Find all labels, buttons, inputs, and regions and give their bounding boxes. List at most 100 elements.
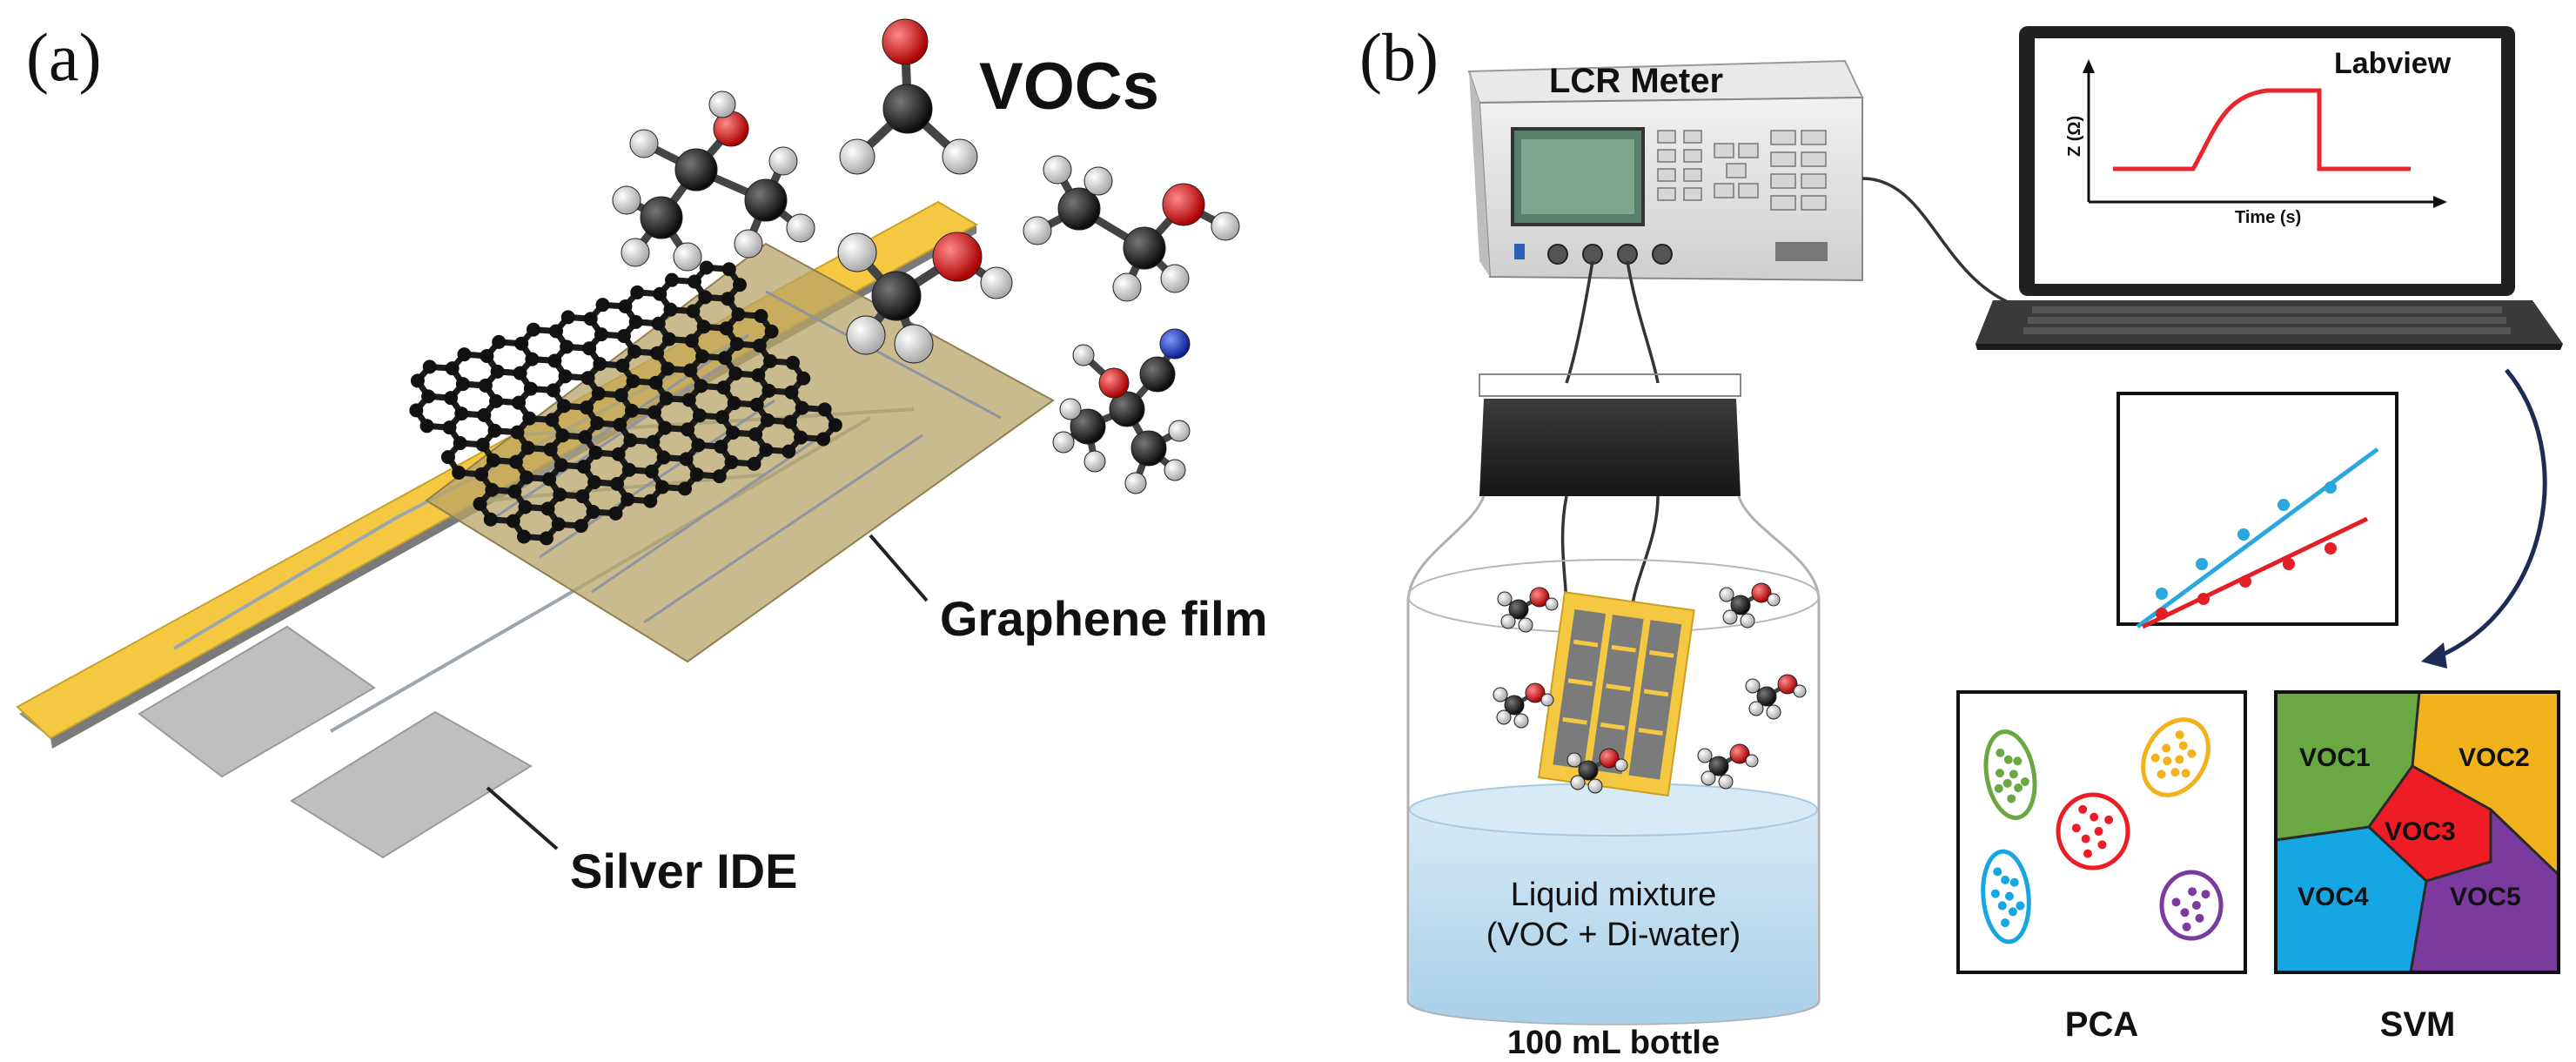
cluster-point	[2180, 908, 2190, 917]
hydrogen-atom	[1164, 459, 1186, 481]
carbon-atom	[718, 351, 733, 366]
carbon-atom	[692, 408, 707, 423]
cluster-point	[2170, 768, 2180, 777]
red-data-point	[2239, 575, 2251, 588]
fit-line-blue	[2136, 447, 2379, 629]
vocs-label: VOCs	[979, 50, 1159, 124]
hydrogen-atom	[1745, 678, 1761, 694]
hydrogen-atom	[1059, 398, 1082, 420]
carbon-atom	[716, 380, 731, 395]
cluster-point	[2003, 755, 2013, 764]
hydrogen-atom	[1518, 617, 1533, 633]
carbon-atom	[409, 403, 424, 418]
hydrogen-atom	[1112, 272, 1142, 302]
oxygen-atom	[1729, 743, 1750, 764]
carbon-atom	[828, 418, 842, 433]
carbon-atom	[621, 462, 636, 477]
carbon-atom	[474, 467, 489, 481]
carbon-atom	[512, 395, 527, 410]
carbon-atom	[576, 460, 591, 474]
bottle-label: 100 mL bottle	[1507, 1025, 1720, 1061]
carbon-atom	[440, 450, 455, 465]
carbon-atom	[1057, 187, 1101, 231]
methanol-molecule-3	[1493, 682, 1554, 729]
carbon-atom	[595, 298, 610, 313]
pca-cluster-green	[1983, 729, 2037, 820]
carbon-atom	[748, 427, 763, 441]
methanol-molecule-4	[1745, 674, 1807, 720]
pca-cluster-blue	[1981, 849, 2031, 944]
cluster-outline	[2056, 792, 2130, 870]
cluster-point	[2178, 741, 2188, 750]
carbon-atom	[630, 285, 645, 299]
hydrogen-atom	[1540, 693, 1554, 707]
carbon-atom	[698, 290, 713, 305]
methanol-molecule-6	[1697, 743, 1759, 790]
carbon-atom	[626, 373, 641, 388]
hydrogen-atom	[734, 229, 763, 259]
carbon-atom	[650, 346, 665, 360]
carbon-atom	[749, 397, 764, 412]
blue-data-point	[2237, 528, 2250, 541]
carbon-atom	[542, 472, 557, 487]
hydrogen-atom	[1793, 684, 1807, 698]
carbon-atom	[557, 399, 572, 413]
pca-plot	[1956, 690, 2247, 974]
carbon-atom	[747, 456, 761, 471]
carbon-atom	[522, 411, 537, 426]
blue-data-point	[2324, 481, 2337, 494]
cluster-point	[2008, 907, 2017, 917]
cluster-point	[2191, 901, 2201, 910]
carbon-atom	[574, 519, 588, 534]
carbon-atom	[816, 432, 831, 447]
red-data-point	[2283, 558, 2295, 570]
carbon-atom	[526, 322, 540, 337]
carbon-atom	[721, 292, 735, 306]
carbon-atom	[621, 492, 635, 507]
carbon-atom	[719, 321, 734, 336]
carbon-atom	[691, 438, 706, 453]
carbon-atom	[578, 430, 593, 445]
cluster-point	[2162, 743, 2171, 753]
carbon-atom	[616, 328, 631, 343]
carbon-atom	[422, 360, 437, 374]
carbon-atom	[492, 334, 506, 349]
cluster-point	[1996, 748, 2005, 757]
hydrogen-atom	[1513, 713, 1529, 729]
carbon-atom	[453, 436, 467, 451]
fit-line-red	[2141, 516, 2369, 629]
hydrogen-atom	[1168, 420, 1191, 442]
liquid-label-line2: (VOC + Di-water)	[1486, 917, 1741, 953]
svm-region-voc1	[2276, 692, 2419, 840]
hydrogen-atom	[1124, 472, 1147, 494]
cluster-point	[2150, 753, 2160, 763]
hydrogen-atom	[980, 266, 1013, 299]
carbon-atom	[588, 446, 603, 460]
svm-region-voc3	[2369, 766, 2491, 881]
svm-plot: VOC1 VOC2 VOC3 VOC4 VOC5	[2274, 690, 2560, 974]
carbon-atom	[1123, 226, 1166, 270]
hydrogen-atom	[673, 242, 702, 272]
carbon-atom	[516, 529, 531, 544]
hydrogen-atom	[1719, 587, 1734, 602]
carbon-atom	[582, 341, 597, 356]
cluster-point	[1995, 769, 2004, 778]
hydrogen-atom	[1587, 778, 1603, 794]
svm-region-voc2	[2412, 692, 2559, 875]
carbon-atom	[553, 487, 567, 502]
red-data-point	[2156, 608, 2168, 620]
cluster-point	[2181, 769, 2190, 778]
carbon-atom	[473, 496, 487, 511]
carbon-atom	[483, 512, 498, 527]
carbon-atom	[646, 434, 661, 449]
carbon-atom	[795, 400, 809, 415]
cluster-point	[2009, 877, 2019, 887]
hydrogen-atom	[837, 232, 877, 272]
panel-a-tag: (a)	[26, 19, 102, 95]
hydrogen-atom	[612, 185, 641, 215]
carbon-atom	[663, 302, 678, 317]
hydrogen-atom	[1545, 597, 1559, 611]
carbon-atom	[514, 336, 529, 351]
oxygen-atom	[1777, 674, 1798, 695]
cluster-point	[2201, 890, 2210, 899]
